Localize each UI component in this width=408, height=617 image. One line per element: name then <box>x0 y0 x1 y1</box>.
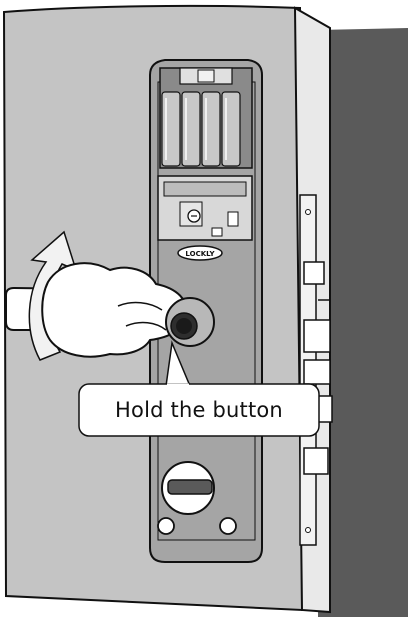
battery-3 <box>202 92 220 166</box>
battery-1 <box>162 92 180 166</box>
brand-logo: LOCKLY <box>178 246 222 260</box>
battery-2 <box>182 92 200 166</box>
thumb-turn <box>162 462 214 514</box>
door-frame <box>318 28 408 617</box>
control-panel <box>158 176 252 240</box>
interior-button <box>166 298 214 346</box>
svg-text:LOCKLY: LOCKLY <box>185 250 215 258</box>
battery-4 <box>222 92 240 166</box>
screw-hole-right <box>220 518 236 534</box>
screw-hole-left <box>158 518 174 534</box>
